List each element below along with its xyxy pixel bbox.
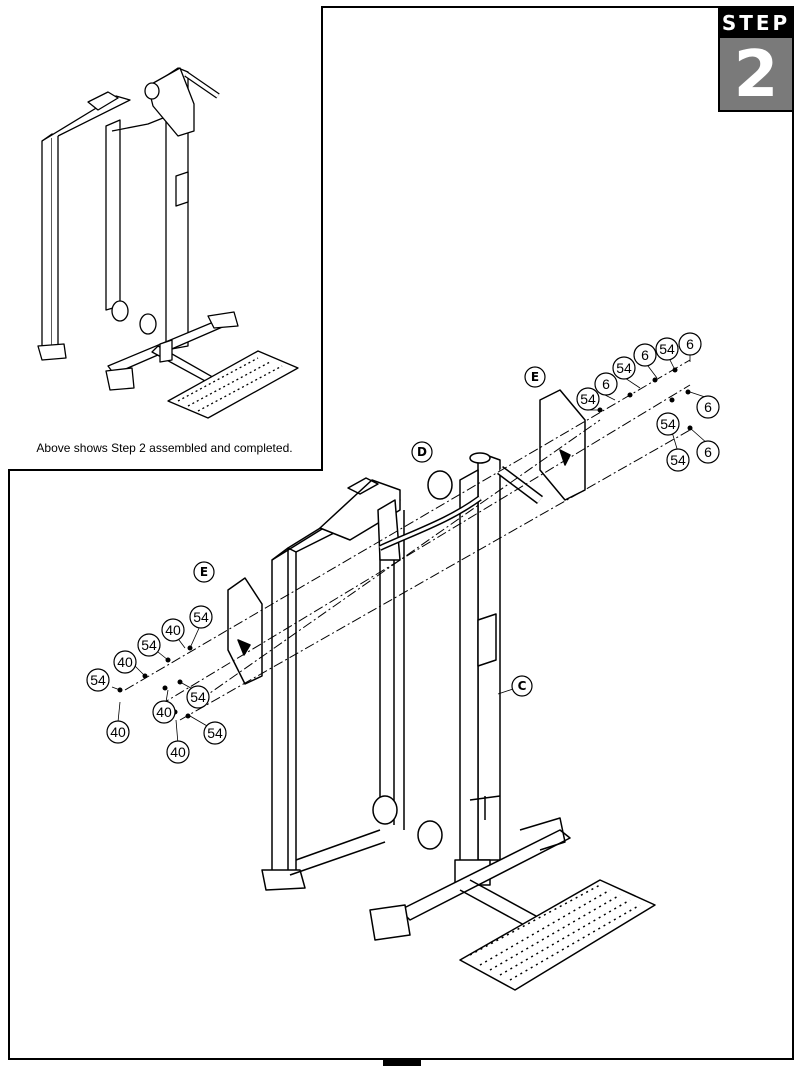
- part-label-c: [511, 675, 533, 697]
- callout-l4-text: 40: [165, 622, 181, 638]
- callout-l8: [186, 685, 210, 709]
- callout-l10-text: 54: [207, 725, 223, 741]
- completed-preview-drawing: [37, 67, 299, 419]
- callout-l1: [86, 668, 110, 692]
- center-post: [454, 452, 501, 886]
- callout-l8-text: 54: [190, 689, 206, 705]
- callout-r8: [656, 412, 680, 436]
- part-label-d: [411, 441, 433, 463]
- callout-r7-text: 6: [704, 399, 712, 415]
- callout-l2-text: 40: [117, 654, 133, 670]
- callout-r3: [633, 343, 657, 367]
- callout-r5: [594, 372, 618, 396]
- callout-l6-text: 40: [110, 724, 126, 740]
- callout-l2: [113, 650, 137, 674]
- callout-l9: [166, 740, 190, 764]
- callout-r2-text: 54: [659, 341, 675, 357]
- callout-l5: [189, 605, 213, 629]
- part-label-e-left-text: E: [200, 565, 208, 579]
- pulley-left: [372, 795, 398, 825]
- callout-l3-text: 54: [141, 637, 157, 653]
- callout-r10-text: 6: [704, 444, 712, 460]
- bracket-plate-e-top: [539, 389, 586, 501]
- callout-r10: [696, 440, 720, 464]
- callout-r9: [666, 448, 690, 472]
- part-label-d-text: D: [417, 445, 427, 459]
- part-label-c-text: C: [518, 679, 527, 693]
- part-label-e-left: [193, 561, 215, 583]
- step-badge: STEP 2: [718, 6, 794, 112]
- callout-r5-text: 6: [602, 376, 610, 392]
- callout-r1: [678, 332, 702, 356]
- bracket-plate-e-left: [227, 577, 263, 685]
- part-label-e-top-text: E: [531, 370, 539, 384]
- callout-r3-text: 6: [641, 347, 649, 363]
- pulley-center: [417, 820, 443, 850]
- callout-r6: [576, 387, 600, 411]
- callout-r7: [696, 395, 720, 419]
- callout-l7-text: 40: [156, 704, 172, 720]
- page-tab-marker: [383, 1058, 421, 1066]
- step-word: STEP: [720, 8, 792, 38]
- callout-r4-text: 54: [616, 360, 632, 376]
- callout-l10: [203, 721, 227, 745]
- callout-l7: [152, 700, 176, 724]
- part-label-e-top: [524, 366, 546, 388]
- foot-plate: [459, 879, 656, 991]
- callout-r1-text: 6: [686, 336, 694, 352]
- callout-l6: [106, 720, 130, 744]
- callout-l3: [137, 633, 161, 657]
- callout-r2: [655, 337, 679, 361]
- step-number: 2: [733, 38, 779, 112]
- callout-l4: [161, 618, 185, 642]
- callout-l5-text: 54: [193, 609, 209, 625]
- callout-l9-text: 40: [170, 744, 186, 760]
- hardware-lines: [124, 359, 691, 721]
- callout-r8-text: 54: [660, 416, 676, 432]
- callout-l1-text: 54: [90, 672, 106, 688]
- callout-r4: [612, 356, 636, 380]
- callout-r6-text: 54: [580, 391, 596, 407]
- inset-caption: Above shows Step 2 assembled and complet…: [36, 441, 293, 455]
- callout-r9-text: 54: [670, 452, 686, 468]
- completed-preview-inset: Above shows Step 2 assembled and complet…: [8, 6, 323, 471]
- pulley-d: [427, 470, 453, 500]
